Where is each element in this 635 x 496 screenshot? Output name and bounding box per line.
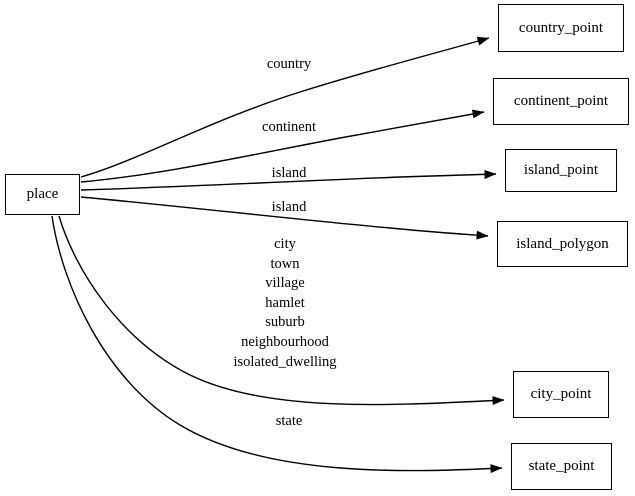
- edge-label-line: village: [265, 275, 305, 292]
- edge-place-to-island_point: [80, 169, 497, 191]
- edge-label-city_point: city town village hamlet suburb neighbourhood…: [233, 235, 336, 372]
- node-continent_point[interactable]: continent_point: [493, 78, 629, 125]
- node-city_point-label: city_point: [530, 386, 592, 402]
- node-island_point[interactable]: island_point: [505, 149, 617, 192]
- edge-label-continent_point: continent: [262, 119, 316, 135]
- node-country_point-label: country_point: [518, 19, 604, 36]
- node-place[interactable]: place: [5, 174, 80, 215]
- edge-label-line: isolated_dwelling: [233, 353, 337, 370]
- edge-label-island_point: island: [271, 165, 307, 181]
- edge-label-line: city: [274, 236, 296, 252]
- node-state_point[interactable]: state_point: [511, 443, 612, 490]
- node-city_point[interactable]: city_point: [513, 371, 609, 418]
- edge-place-to-city_point: [58, 215, 505, 406]
- edge-label-country_point: country: [266, 56, 312, 72]
- edge-place-to-island_polygon: [80, 196, 489, 240]
- edge-place-to-state_point: [51, 215, 503, 474]
- node-state_point-label: state_point: [528, 458, 595, 474]
- node-island_polygon-label: island_polygon: [516, 235, 609, 252]
- node-continent_point-label: continent_point: [513, 93, 609, 109]
- node-island_polygon[interactable]: island_polygon: [497, 221, 628, 267]
- edge-label-line: town: [270, 255, 300, 272]
- node-country_point[interactable]: country_point: [498, 4, 624, 52]
- edge-place-to-continent_point: [80, 109, 485, 183]
- edge-label-island_polygon: island: [271, 199, 307, 215]
- node-place-label: place: [26, 186, 59, 202]
- edge-label-state_point: state: [275, 413, 303, 429]
- edge-label-line: hamlet: [265, 294, 305, 311]
- edge-label-line: suburb: [265, 314, 305, 331]
- node-island_point-label: island_point: [523, 162, 599, 178]
- edge-label-line: neighbourhood: [241, 333, 329, 350]
- edge-place-to-country_point: [80, 36, 490, 178]
